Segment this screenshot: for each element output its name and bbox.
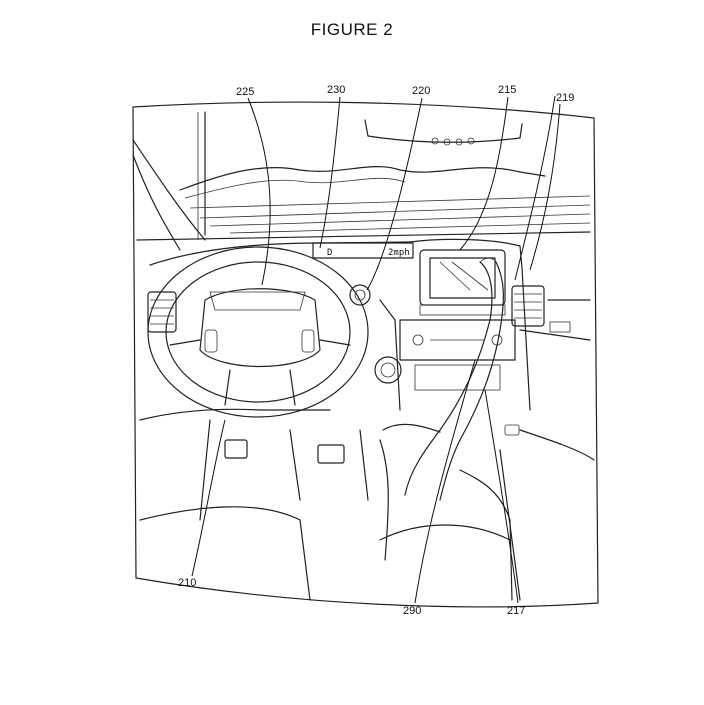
instrument-display: D 2mph	[149, 241, 414, 266]
ref-225: 225	[236, 86, 254, 98]
center-console	[349, 238, 531, 411]
ref-290: 290	[403, 605, 421, 617]
reference-labels: 225 230 220 215 219 210 290 217	[178, 84, 574, 617]
drawing-frame	[132, 101, 599, 608]
ref-219: 219	[556, 92, 574, 104]
driver-arm	[382, 257, 504, 501]
touchscreen	[429, 257, 496, 299]
speed-indicator: 2mph	[388, 248, 410, 258]
lower-cabin	[139, 408, 595, 601]
ref-220: 220	[412, 85, 430, 97]
figure-title: FIGURE 2	[310, 20, 394, 39]
steering-wheel	[147, 246, 369, 418]
right-air-vents	[511, 285, 591, 341]
ref-210: 210	[178, 577, 196, 589]
left-air-vent	[147, 291, 177, 333]
windshield	[132, 111, 591, 251]
ref-215: 215	[498, 84, 516, 96]
ref-230: 230	[327, 84, 345, 96]
gear-indicator: D	[327, 248, 332, 258]
ref-217: 217	[507, 605, 525, 617]
